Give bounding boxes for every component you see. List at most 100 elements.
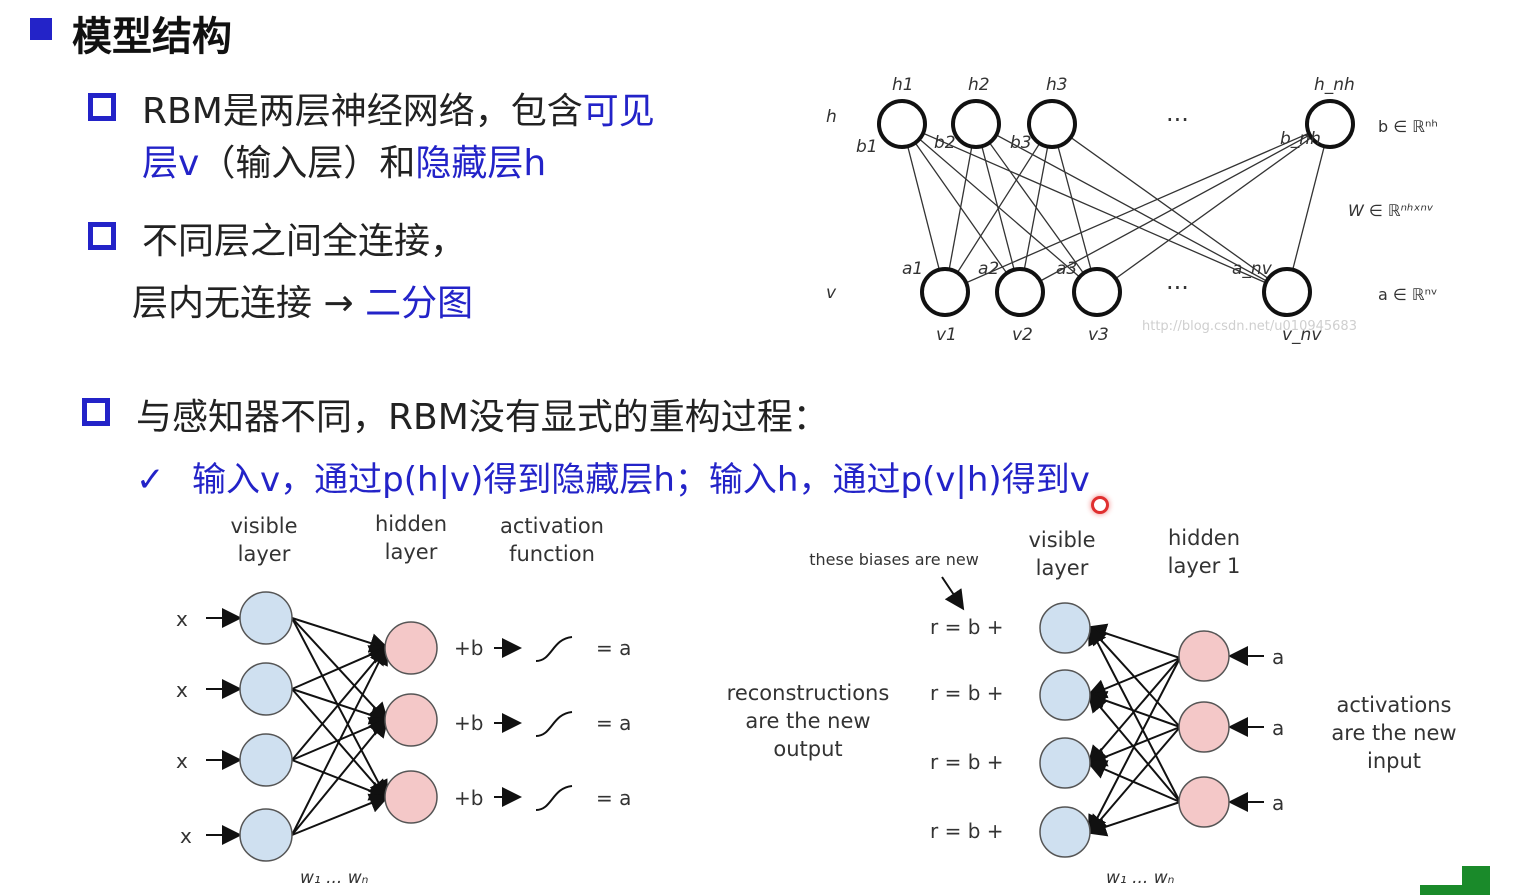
b-space-label: b ∈ ℝⁿʰ bbox=[1378, 117, 1438, 136]
weights-label: w₁ ... wₙ bbox=[300, 868, 369, 888]
col-activation-label: function bbox=[509, 542, 595, 566]
bias-term: +b bbox=[454, 636, 483, 660]
heading-marker bbox=[30, 18, 52, 40]
visible-node bbox=[1039, 602, 1091, 654]
recon-row: r = b + bbox=[930, 681, 1004, 705]
output-a-label: = a bbox=[596, 786, 631, 810]
visible-node bbox=[920, 267, 970, 317]
hidden-node-name: h_nh bbox=[1314, 75, 1355, 95]
hidden-node bbox=[877, 99, 927, 149]
visible-node bbox=[239, 733, 293, 787]
bullet-1-line-1: RBM是两层神经网络，包含可见 bbox=[142, 82, 655, 134]
w-space-label: W ∈ ℝⁿʰˣⁿᵛ bbox=[1348, 201, 1434, 220]
hidden-ellipsis: ··· bbox=[1166, 106, 1189, 134]
v-layer-label: v bbox=[826, 283, 837, 303]
hidden-node-name: h2 bbox=[968, 75, 990, 95]
output-a-label: = a bbox=[596, 711, 631, 735]
col-hidden-label: hidden bbox=[375, 512, 447, 536]
hidden-layer-term: 隐藏层h bbox=[415, 143, 547, 184]
cursor-dot-icon bbox=[1091, 496, 1109, 514]
hidden-node bbox=[384, 693, 438, 747]
weights-label: w₁ ... wₙ bbox=[1106, 868, 1175, 888]
visible-node-name: v1 bbox=[936, 325, 957, 345]
hidden-node bbox=[384, 621, 438, 675]
activation-input: a bbox=[1272, 716, 1284, 740]
hidden-bias-name: b_nh bbox=[1280, 129, 1321, 149]
output-a-label: = a bbox=[596, 636, 631, 660]
hidden-node-name: h1 bbox=[892, 75, 914, 95]
watermark: http://blog.csdn.net/u010945683 bbox=[1142, 319, 1357, 334]
corner-decoration bbox=[1420, 885, 1490, 895]
visible-node bbox=[995, 267, 1045, 317]
visible-layer-term: 层v bbox=[142, 143, 200, 184]
hidden-bias-name: b3 bbox=[1010, 133, 1032, 153]
visible-node-name: v_nv bbox=[1282, 325, 1322, 345]
sigmoid-icon bbox=[535, 785, 573, 811]
bullet-2-line-1: 不同层之间全连接， bbox=[142, 221, 467, 262]
recon-row: r = b + bbox=[930, 615, 1004, 639]
h-layer-label: h bbox=[826, 107, 837, 127]
visible-node-name: v3 bbox=[1088, 325, 1109, 345]
check-line: ✓输入v，通过p(h|v)得到隐藏层h；输入h，通过p(v|h)得到v bbox=[136, 452, 1090, 501]
activations-note: input bbox=[1367, 749, 1421, 773]
hidden-node bbox=[1178, 630, 1230, 682]
recon-row: r = b + bbox=[930, 819, 1004, 843]
visible-term: 可见 bbox=[582, 91, 655, 132]
visible-node bbox=[1039, 669, 1091, 721]
activations-note: activations bbox=[1337, 693, 1452, 717]
sigmoid-icon bbox=[535, 636, 573, 662]
biases-note: these biases are new bbox=[809, 550, 979, 569]
bullet-1-line-2: 层v（输入层）和隐藏层h bbox=[142, 134, 546, 186]
visible-node bbox=[239, 591, 293, 645]
input-x-label: x bbox=[176, 607, 188, 631]
reconstruction-diagram: visible layer hidden layer 1 these biase… bbox=[727, 526, 1457, 888]
col-hidden-label: layer bbox=[385, 540, 438, 564]
col-visible-label: layer bbox=[1036, 556, 1089, 580]
bias-term: +b bbox=[454, 786, 483, 810]
recon-note: output bbox=[773, 737, 842, 761]
hidden-node bbox=[1178, 776, 1230, 828]
a-space-label: a ∈ ℝⁿᵛ bbox=[1378, 285, 1438, 304]
recon-row: r = b + bbox=[930, 750, 1004, 774]
activation-input: a bbox=[1272, 645, 1284, 669]
bullet-1-text-2: （输入层）和 bbox=[199, 143, 416, 184]
activation-input: a bbox=[1272, 791, 1284, 815]
bullet-marker-3 bbox=[82, 398, 110, 426]
visible-node bbox=[1072, 267, 1122, 317]
col-hidden-label: hidden bbox=[1168, 526, 1240, 550]
visible-ellipsis: ··· bbox=[1166, 274, 1189, 302]
bullet-marker-2 bbox=[88, 222, 116, 250]
activations-note: are the new bbox=[1331, 721, 1456, 745]
visible-node-name: v2 bbox=[1012, 325, 1033, 345]
input-x-label: x bbox=[180, 824, 192, 848]
hidden-node bbox=[1305, 99, 1355, 149]
bullet-2-text: 层内无连接 → bbox=[132, 283, 366, 324]
rbm-bipartite-diagram: h v h1 h2 h3 h_nh b1 b2 b3 b_nh a1 a2 a3… bbox=[826, 75, 1438, 345]
bullet-1-text: RBM是两层神经网络，包含 bbox=[142, 91, 583, 132]
visible-bias-name: a2 bbox=[978, 259, 999, 279]
hidden-node bbox=[1178, 701, 1230, 753]
sigmoid-icon bbox=[535, 711, 573, 737]
visible-node bbox=[239, 662, 293, 716]
input-x-label: x bbox=[176, 749, 188, 773]
visible-node bbox=[1039, 806, 1091, 858]
hidden-bias-name: b1 bbox=[856, 137, 878, 157]
recon-note: reconstructions bbox=[727, 681, 890, 705]
input-x-label: x bbox=[176, 678, 188, 702]
col-hidden-label: layer 1 bbox=[1168, 554, 1241, 578]
bipartite-term: 二分图 bbox=[365, 283, 474, 324]
col-visible-label: visible bbox=[1028, 528, 1095, 552]
check-icon: ✓ bbox=[136, 460, 165, 500]
hidden-bias-name: b2 bbox=[934, 133, 956, 153]
visible-node bbox=[1262, 267, 1312, 317]
col-visible-label: layer bbox=[238, 542, 291, 566]
visible-bias-name: a3 bbox=[1056, 259, 1077, 279]
hidden-node bbox=[384, 770, 438, 824]
bullet-marker-1 bbox=[88, 93, 116, 121]
visible-node bbox=[239, 808, 293, 862]
visible-node bbox=[1039, 737, 1091, 789]
hidden-node-name: h3 bbox=[1046, 75, 1068, 95]
col-visible-label: visible bbox=[230, 514, 297, 538]
slide-title: 模型结构 bbox=[72, 14, 232, 60]
col-activation-label: activation bbox=[500, 514, 604, 538]
